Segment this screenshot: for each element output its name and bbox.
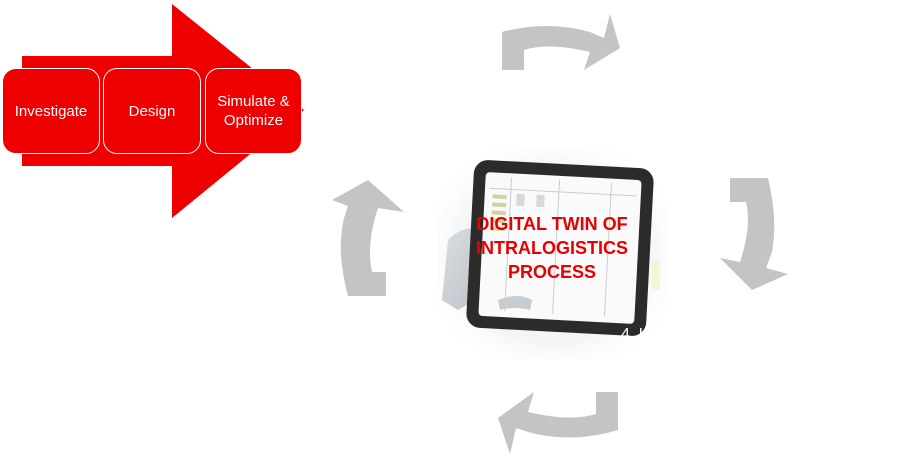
step-label: Design xyxy=(128,102,176,120)
screen-ui xyxy=(489,177,637,317)
step-investigate[interactable]: Investigate xyxy=(2,68,100,154)
cycle-arrow-left xyxy=(332,180,404,296)
center-title: DIGITAL TWIN OF INTRALOGISTICS PROCESS xyxy=(476,214,628,282)
cycle-arrow-right xyxy=(720,178,788,290)
step-label: Simulate & Optimize xyxy=(217,93,290,129)
tablet-image xyxy=(438,150,668,360)
tablet-screen xyxy=(478,172,642,324)
cycle-arrow-bottom xyxy=(498,392,618,454)
step-design[interactable]: Design xyxy=(103,68,201,154)
step-simulate-optimize[interactable]: Simulate & Optimize xyxy=(205,68,302,154)
cycle-arrow-top xyxy=(502,14,620,70)
step-label: Investigate xyxy=(14,102,88,120)
finger-shape xyxy=(498,296,532,310)
screen-grid xyxy=(490,193,545,232)
stage-label-bottom-right: 4. LA xyxy=(621,326,659,343)
